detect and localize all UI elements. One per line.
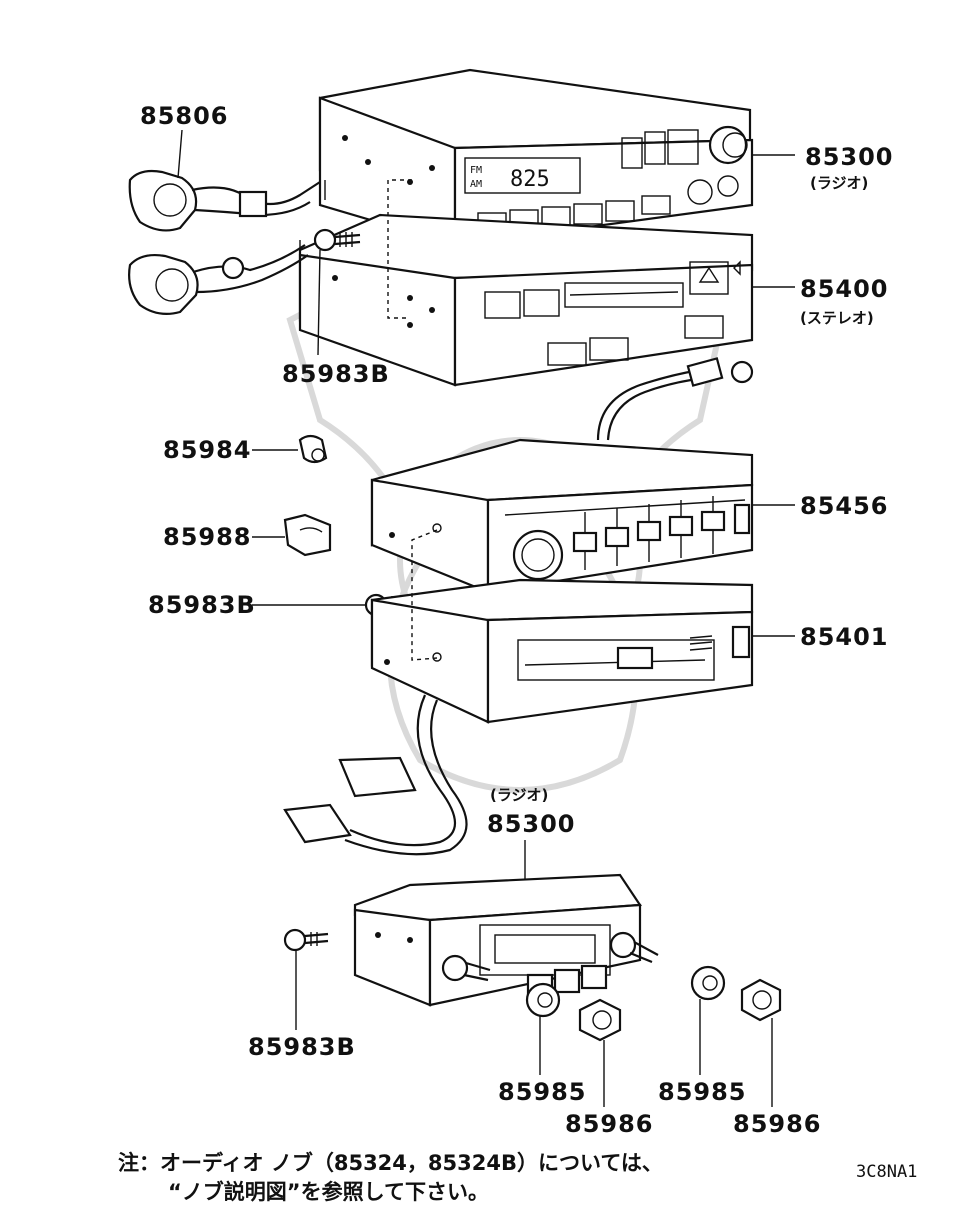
label-85988: 85988 [163,523,252,551]
label-85983b-top: 85983B [282,360,390,388]
screw-85983b-bottom [283,928,329,952]
power-harness [283,694,468,856]
equalizer-unit [370,438,754,594]
label-85986-right: 85986 [733,1110,822,1138]
label-85300-top: 85300 [805,143,894,171]
footnote-line-2: “ノブ説明図”を参照して下さい。 [168,1180,489,1204]
label-85984: 85984 [163,436,252,464]
label-85986-left: 85986 [565,1110,654,1138]
washer-85985-right [690,965,726,1001]
label-85400-sub: (ステレオ) [800,309,874,327]
label-85806: 85806 [140,102,229,130]
nut-85986-right [740,978,782,1022]
antenna-cable [596,368,701,441]
label-85300-bottom-sub: (ラジオ) [490,786,548,804]
bushing-85984 [298,434,328,464]
wire-harness-connectors [128,169,326,315]
radio-unit-bottom [353,873,659,1007]
label-85300-top-sub: (ラジオ) [810,174,868,192]
display-band-am: AM [470,179,482,190]
display-frequency: 825 [510,167,550,192]
clip-85988 [283,513,332,557]
label-85456: 85456 [800,492,889,520]
amplifier-unit [370,529,754,724]
nut-85986-left [578,998,622,1042]
washer-85985-left [525,982,561,1018]
label-85983b-bottom: 85983B [248,1033,356,1061]
label-85985-left: 85985 [498,1078,587,1106]
label-85985-right: 85985 [658,1078,747,1106]
screw-85983b-top [313,228,361,252]
stereo-unit [298,179,754,387]
diagram-code: 3C8NA1 [856,1162,918,1182]
label-85983b-middle: 85983B [148,591,256,619]
label-85400: 85400 [800,275,889,303]
label-85300-bottom: 85300 [487,810,576,838]
label-85401: 85401 [800,623,889,651]
leader-lines [177,129,795,1107]
radio-unit-top: FM AM 825 [318,68,754,247]
footnote-line-1: 注：オーディオ ノブ（85324，85324B）については、 [118,1151,663,1175]
display-band-fm: FM [470,165,482,176]
